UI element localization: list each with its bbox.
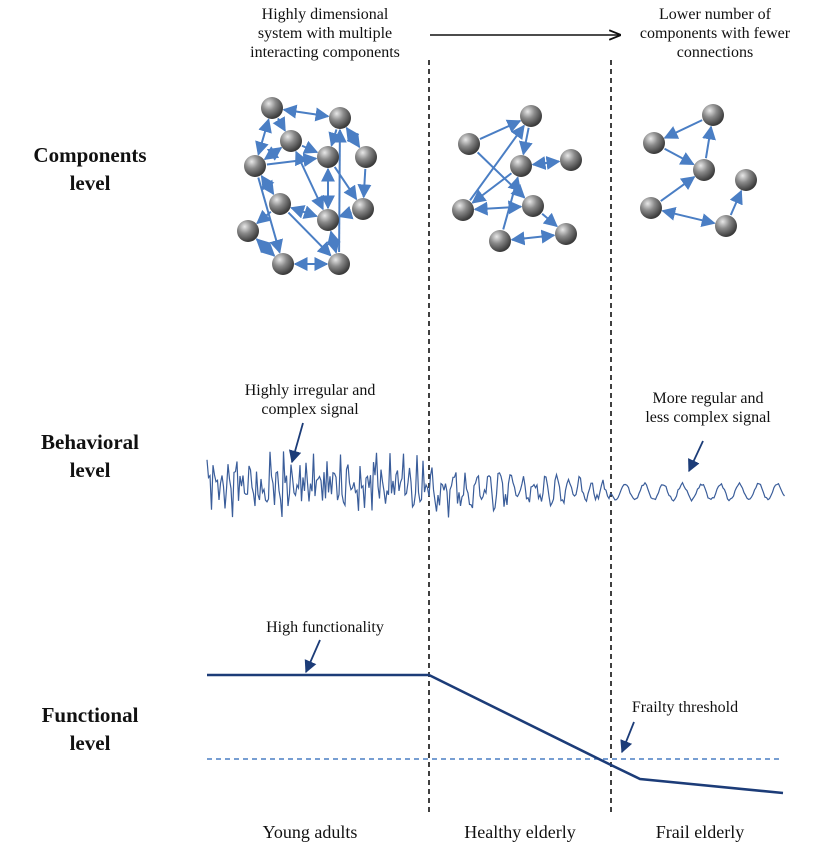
component-node bbox=[489, 230, 511, 252]
network-healthy-elderly bbox=[452, 105, 582, 252]
component-node bbox=[237, 220, 259, 242]
connection-arrow bbox=[272, 116, 286, 132]
connection-arrow bbox=[473, 200, 523, 216]
component-node bbox=[355, 146, 377, 168]
component-node bbox=[522, 195, 544, 217]
connection-arrow bbox=[295, 150, 324, 211]
frailty-threshold-pointer-arrow bbox=[620, 721, 635, 754]
frailty-threshold-note: Frailty threshold bbox=[631, 699, 739, 716]
connection-arrow bbox=[357, 168, 372, 199]
component-node bbox=[693, 159, 715, 181]
connection-arrow bbox=[729, 189, 743, 216]
connection-arrow bbox=[702, 125, 716, 159]
network-frail-elderly bbox=[640, 104, 757, 237]
component-node bbox=[280, 130, 302, 152]
row-label-line1: Behavioral bbox=[41, 430, 139, 454]
connection-arrow bbox=[301, 140, 319, 154]
component-node bbox=[643, 132, 665, 154]
connection-arrow bbox=[469, 124, 525, 201]
signal-note-left: Highly irregular and complex signal bbox=[244, 382, 376, 418]
connection-arrow bbox=[290, 205, 318, 219]
component-node bbox=[328, 253, 350, 275]
functionality-curve bbox=[207, 673, 784, 795]
connection-arrow bbox=[332, 128, 347, 253]
connection-arrow bbox=[510, 229, 556, 246]
signal-left-pointer-arrow bbox=[289, 422, 304, 464]
component-node bbox=[272, 253, 294, 275]
row-label-line1: Functional bbox=[41, 703, 139, 727]
components-level-label: Components level bbox=[0, 141, 180, 197]
top-note-right: Lower number of components with fewer co… bbox=[639, 6, 791, 61]
component-node bbox=[510, 155, 532, 177]
component-node bbox=[244, 155, 266, 177]
complex-signal-trace bbox=[206, 451, 785, 518]
connection-arrow bbox=[518, 127, 533, 156]
component-node bbox=[555, 223, 577, 245]
component-node bbox=[261, 97, 283, 119]
connection-arrow bbox=[338, 205, 354, 220]
row-label-line2: level bbox=[69, 731, 111, 755]
component-node bbox=[317, 146, 339, 168]
connection-arrow bbox=[326, 230, 341, 254]
connection-arrow bbox=[531, 155, 561, 171]
connection-arrow bbox=[333, 166, 358, 201]
network-young-adults bbox=[237, 97, 377, 275]
component-node bbox=[329, 107, 351, 129]
connection-arrow bbox=[502, 176, 522, 230]
component-node bbox=[352, 198, 374, 220]
signal-right-pointer-arrow bbox=[688, 440, 704, 473]
behavioral-level-label: Behavioral level bbox=[0, 428, 180, 484]
connection-arrow bbox=[282, 104, 330, 122]
connection-arrow bbox=[541, 212, 558, 228]
top-note-left: Highly dimensional system with multiple … bbox=[250, 6, 400, 61]
component-node bbox=[458, 133, 480, 155]
component-node bbox=[560, 149, 582, 171]
connection-arrow bbox=[471, 172, 513, 204]
connection-arrow bbox=[328, 129, 342, 147]
connection-arrow bbox=[255, 118, 272, 156]
connection-arrow bbox=[664, 147, 695, 166]
row-label-line2: level bbox=[69, 458, 111, 482]
connection-arrow bbox=[661, 206, 716, 228]
component-node bbox=[317, 209, 339, 231]
row-label-line1: Components bbox=[33, 143, 147, 167]
connection-arrow bbox=[260, 174, 275, 196]
connection-arrow bbox=[263, 146, 283, 161]
component-node bbox=[640, 197, 662, 219]
row-label-line2: level bbox=[69, 171, 111, 195]
component-node bbox=[715, 215, 737, 237]
connection-arrow bbox=[287, 211, 332, 257]
high-functionality-note: High functionality bbox=[266, 619, 384, 636]
component-node bbox=[269, 193, 291, 215]
connection-arrow bbox=[345, 126, 361, 149]
connection-arrow bbox=[256, 209, 272, 225]
connection-arrow bbox=[660, 176, 696, 202]
column-label-healthy-elderly: Healthy elderly bbox=[464, 822, 576, 842]
column-label-frail-elderly: Frail elderly bbox=[655, 822, 745, 842]
component-node bbox=[452, 199, 474, 221]
high-functionality-pointer-arrow bbox=[304, 639, 321, 674]
signal-note-right: More regular and less complex signal bbox=[645, 390, 771, 426]
connection-arrow bbox=[663, 119, 703, 139]
column-label-young-adults: Young adults bbox=[262, 822, 358, 842]
component-node bbox=[520, 105, 542, 127]
functional-level-label: Functional level bbox=[0, 701, 180, 757]
component-node bbox=[702, 104, 724, 126]
connection-arrow bbox=[255, 238, 276, 257]
component-node bbox=[735, 169, 757, 191]
connection-arrow bbox=[266, 153, 318, 167]
connection-arrow bbox=[479, 119, 522, 140]
